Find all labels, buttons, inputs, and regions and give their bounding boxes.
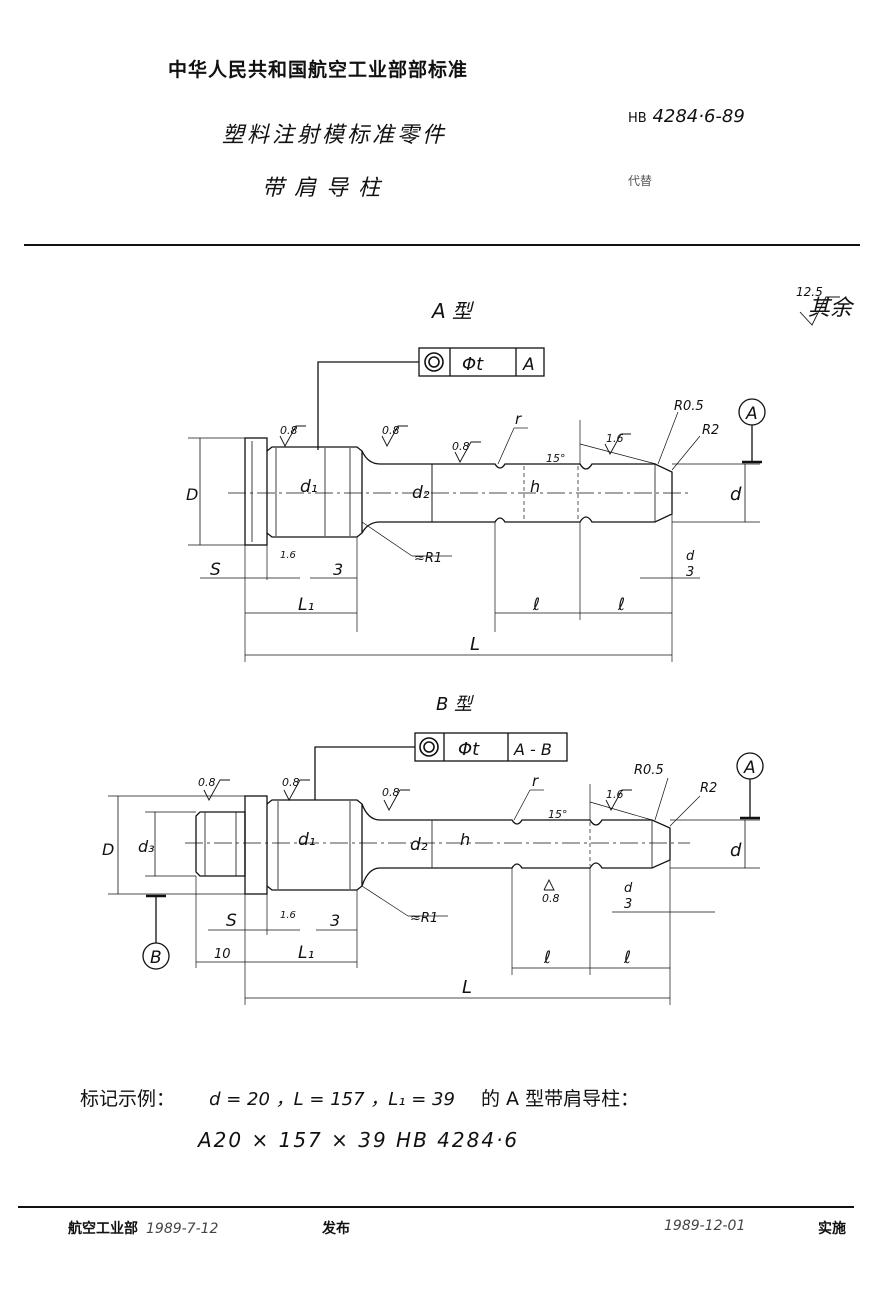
typeA-dim-L1: L₁ [298,595,314,615]
roughness-rest-label: 其余 [808,296,855,321]
issue-date: 1989-7-12 [146,1221,219,1237]
typeA-roughness-1: 0.8 [280,424,298,437]
typeB-dim-l1: ℓ [543,948,551,968]
typeA-dim-l1: ℓ [532,595,540,615]
typeA-dim-R2: R2 [702,423,719,438]
standard-title: 塑料注射模标准零件 [222,123,448,148]
standard-prefix: HB [628,111,647,126]
example-label: 标记示例： [80,1088,176,1110]
typeB-dim-h: h [460,830,470,849]
typeB-head [244,795,268,895]
typeB-dim-L: L [462,977,472,998]
typeA-frac-num: d [686,549,695,564]
typeB-roughness-2: 0.8 [282,776,300,789]
example-params: d = 20 ，L = 157 ，L₁ = 39 [209,1089,455,1110]
footer-issuer: 航空工业部 1989-7-12 [68,1218,218,1238]
typeA-guide [432,463,673,523]
typeB-dim-D: D [102,840,114,859]
typeB-guide [432,819,671,869]
typeA-roughness-3: 0.8 [452,440,470,453]
typeA-tolerance-value: Φt [462,354,484,375]
standard-number: HB 4284·6-89 [628,106,745,127]
typeB-datum-B: B [150,948,162,968]
bottom-rule [18,1206,854,1208]
typeA-dim-h: h [530,477,540,496]
typeA-dim-L: L [470,634,480,655]
typeA-dim-3: 3 [333,560,343,579]
typeA-roughness-4: 1.6 [606,432,624,445]
typeA-label: A 型 [430,299,475,323]
typeB-tolerance-value: Φt [458,739,480,760]
typeB-dim-r: r [532,772,539,790]
standard-code: 4284·6-89 [652,106,745,127]
typeB-roughness-6: 0.8 [542,892,560,905]
typeA-dim-D: D [186,485,198,504]
typeA-head [244,437,268,546]
typeB-pilot [195,811,246,877]
typeB-dim-S: S [226,911,237,931]
example-marking: A20 × 157 × 39 HB 4284·6 [198,1128,520,1152]
top-rule [24,244,860,246]
typeB-roughness-1: 0.8 [198,776,216,789]
typeB-dim-R05: R0.5 [634,763,664,778]
typeA-shoulder [266,446,363,538]
part-name: 带肩导柱 [262,176,391,201]
technical-drawing: 其余 12.5 A 型 Φt A A D d₁ d₂ h d S 3 L₁ L … [102,285,855,1005]
effective-date: 1989-12-01 [664,1218,746,1234]
issue-label: 发布 [322,1221,350,1237]
replaces-note: 代替 [628,174,653,188]
typeA-frac-den: 3 [686,565,694,580]
typeA-dim-S: S [210,560,221,580]
roughness-rest-value: 12.5 [796,285,823,299]
typeA-dim-r: r [515,410,522,428]
typeB-frac-den: 3 [624,897,632,912]
example-suffix: 的 A 型带肩导柱： [481,1088,640,1110]
typeB-dim-3: 3 [330,911,340,930]
typeB-dim-R2: R2 [700,781,717,796]
typeA-dim-d2: d₂ [412,483,430,503]
typeA-dim-R05: R0.5 [674,399,704,414]
issuer-name: 航空工业部 [68,1221,138,1237]
typeB-roughness-4: 1.6 [606,788,624,801]
typeB-dim-10: 10 [214,947,231,962]
typeB-dim-R1: ≈R1 [410,911,438,926]
typeB-roughness-3: 0.8 [382,786,400,799]
typeB-dim-d1: d₁ [298,830,316,850]
typeA-dim-d: d [730,484,742,505]
effective-label: 实施 [818,1221,846,1237]
typeB-label: B 型 [436,694,474,715]
typeA-datum-letter: A [745,404,758,424]
organization-title: 中华人民共和国航空工业部部标准 [168,59,469,81]
typeB-dim-d2: d₂ [410,835,428,855]
typeB-roughness-5: 1.6 [280,910,296,921]
typeA-roughness-5: 1.6 [280,550,296,561]
typeA-datum-ref: A [522,355,535,375]
typeA-angle: 15° [546,452,566,465]
typeA-roughness-2: 0.8 [382,424,400,437]
typeA-neck [361,450,432,534]
typeA-dim-d1: d₁ [300,477,318,497]
typeB-dim-L1: L₁ [298,943,314,963]
typeB-dim-d: d [730,840,742,861]
typeB-datum-A: A [743,758,756,778]
typeB-dim-l2: ℓ [623,948,631,968]
typeB-shoulder [266,799,363,891]
typeB-angle: 15° [548,808,568,821]
marking-example: 标记示例： d = 20 ，L = 157 ，L₁ = 39 的 A 型带肩导柱… [80,1084,639,1111]
typeB-frac-num: d [624,881,633,896]
typeA-dim-l2: ℓ [617,595,625,615]
typeB-datum-ref: A - B [513,740,552,759]
typeB-neck [361,803,432,887]
typeB-dim-d3: d₃ [138,837,155,856]
typeA-dim-R1: ≈R1 [414,551,442,566]
